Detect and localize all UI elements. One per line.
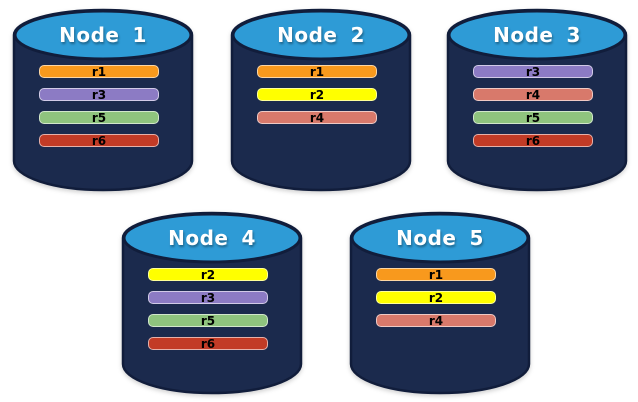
replica-list: r3 r4 r5 r6 xyxy=(473,65,593,157)
replica-bar: r1 xyxy=(39,65,159,78)
replica-bar: r5 xyxy=(473,111,593,124)
database-cylinder-icon xyxy=(349,211,531,395)
replica-bar: r4 xyxy=(473,88,593,101)
replica-list: r1 r2 r4 xyxy=(257,65,377,134)
replica-bar: r6 xyxy=(39,134,159,147)
replica-bar: r6 xyxy=(473,134,593,147)
replica-bar: r2 xyxy=(257,88,377,101)
node-5-cylinder: Node 5 r1 r2 r4 xyxy=(349,211,531,397)
replica-bar: r2 xyxy=(148,268,268,281)
replica-bar: r4 xyxy=(376,314,496,327)
replica-bar: r1 xyxy=(257,65,377,78)
node-4-cylinder: Node 4 r2 r3 r5 r6 xyxy=(121,211,303,397)
replica-bar: r4 xyxy=(257,111,377,124)
replica-bar: r1 xyxy=(376,268,496,281)
replica-bar: r3 xyxy=(39,88,159,101)
node-3-cylinder: Node 3 r3 r4 r5 r6 xyxy=(446,8,628,194)
replica-bar: r3 xyxy=(148,291,268,304)
node-2-cylinder: Node 2 r1 r2 r4 xyxy=(230,8,412,194)
replica-bar: r3 xyxy=(473,65,593,78)
replica-list: r1 r2 r4 xyxy=(376,268,496,337)
replica-bar: r6 xyxy=(148,337,268,350)
replica-list: r1 r3 r5 r6 xyxy=(39,65,159,157)
replica-bar: r5 xyxy=(148,314,268,327)
replica-bar: r5 xyxy=(39,111,159,124)
replica-list: r2 r3 r5 r6 xyxy=(148,268,268,360)
replica-bar: r2 xyxy=(376,291,496,304)
node-1-cylinder: Node 1 r1 r3 r5 r6 xyxy=(12,8,194,194)
